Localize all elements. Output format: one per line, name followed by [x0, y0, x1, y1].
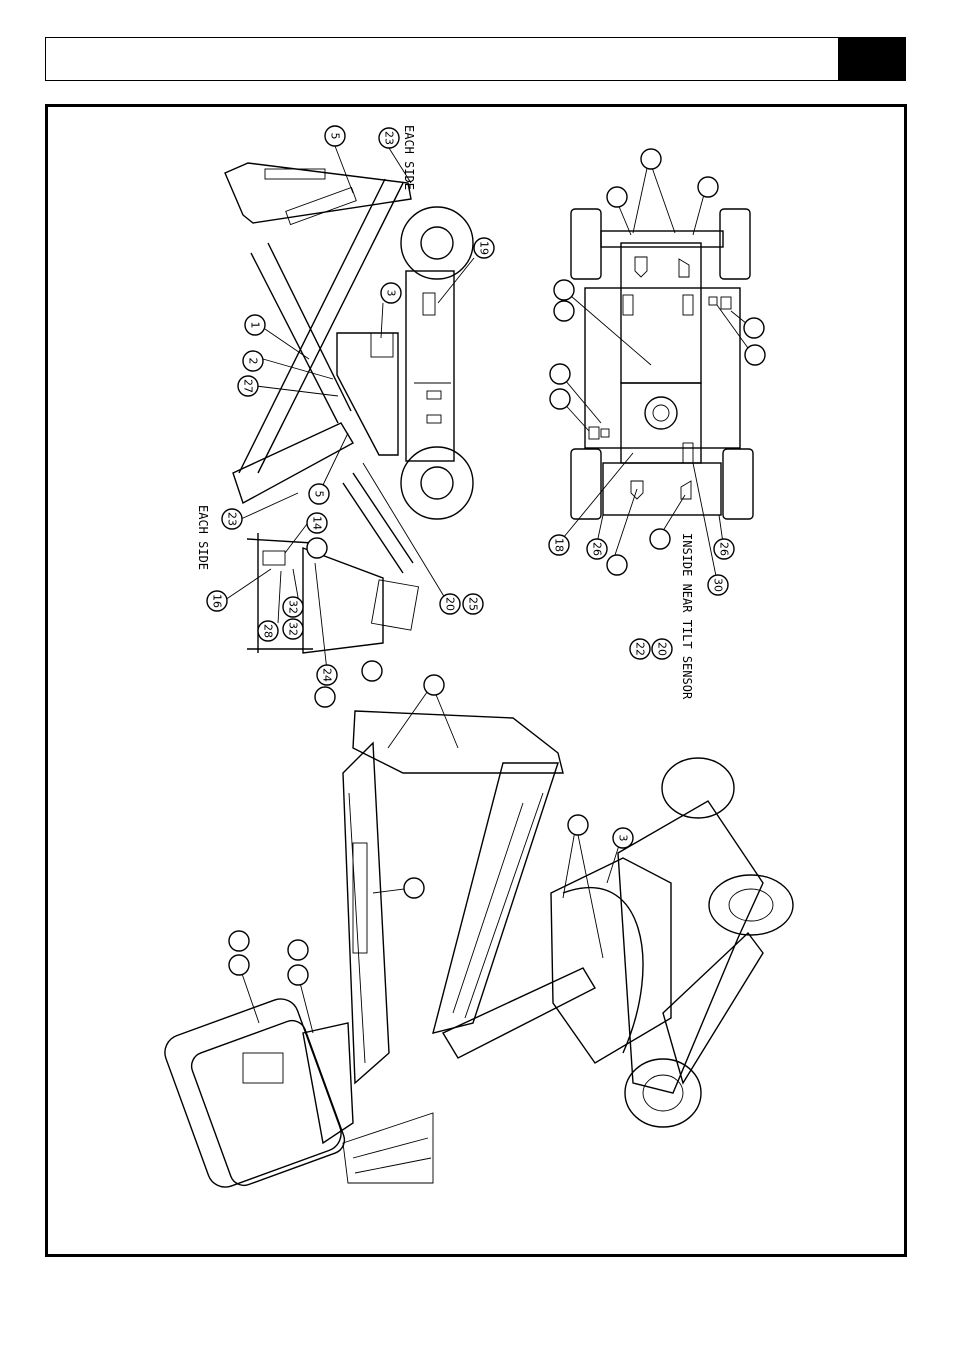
note-each-side-bottom: EACH SIDE	[196, 505, 210, 570]
svg-text:30: 30	[712, 578, 725, 592]
callout-3-side: 3	[381, 283, 401, 303]
svg-text:19: 19	[478, 241, 491, 255]
svg-text:16: 16	[211, 594, 224, 608]
callout-32b: 32	[283, 619, 303, 639]
svg-text:5: 5	[313, 491, 326, 498]
callout-1: 1	[245, 315, 265, 335]
svg-text:3: 3	[385, 290, 398, 297]
header-black-box	[838, 37, 906, 81]
svg-text:28: 28	[262, 624, 275, 638]
note-each-side-top: EACH SIDE	[402, 125, 416, 190]
callout-22: 22	[630, 639, 650, 659]
svg-text:23: 23	[383, 131, 396, 145]
callout-18: 18	[549, 535, 569, 555]
callout-20-top: 20	[652, 639, 672, 659]
callout-25: 25	[463, 594, 483, 614]
callout-24: 24	[317, 665, 337, 685]
callout-30: 30	[708, 575, 728, 595]
callout-5-mid: 5	[309, 484, 329, 504]
svg-text:18: 18	[553, 538, 566, 552]
svg-text:26: 26	[718, 542, 731, 556]
header-bar	[45, 37, 906, 81]
svg-text:22: 22	[634, 642, 647, 656]
svg-text:14: 14	[311, 516, 324, 530]
isometric-view-machine	[160, 711, 793, 1192]
callout-32a: 32	[283, 597, 303, 617]
svg-text:1: 1	[249, 322, 262, 329]
leader-lines	[225, 146, 753, 1033]
callout-16: 16	[207, 591, 227, 611]
callout-20-side: 20	[440, 594, 460, 614]
callout-19: 19	[474, 238, 494, 258]
svg-text:27: 27	[242, 379, 255, 393]
note-inside-near-tilt-sensor: INSIDE NEAR TILT SENSOR	[680, 533, 694, 700]
callout-23-top: 23	[379, 128, 399, 148]
callout-28: 28	[258, 621, 278, 641]
svg-text:3: 3	[617, 835, 630, 842]
svg-text:23: 23	[226, 512, 239, 526]
callout-2: 2	[243, 351, 263, 371]
callout-5-top: 5	[325, 126, 345, 146]
svg-text:24: 24	[321, 668, 334, 682]
callout-3-iso: 3	[613, 828, 633, 848]
decal-location-diagram: 5 23 19 3 1 2 27 5 23 14 16 28	[48, 107, 904, 1254]
svg-text:2: 2	[247, 358, 260, 365]
svg-text:32: 32	[287, 600, 300, 614]
illustration-frame: 5 23 19 3 1 2 27 5 23 14 16 28	[45, 104, 907, 1257]
callout-26-right: 26	[714, 539, 734, 559]
callout-27: 27	[238, 376, 258, 396]
svg-text:20: 20	[444, 597, 457, 611]
callout-26-left: 26	[587, 539, 607, 559]
callout-23-bottom: 23	[222, 509, 242, 529]
svg-text:20: 20	[656, 642, 669, 656]
svg-text:32: 32	[287, 622, 300, 636]
svg-text:25: 25	[467, 597, 480, 611]
top-view-machine	[571, 209, 753, 519]
svg-text:26: 26	[591, 542, 604, 556]
svg-text:5: 5	[329, 133, 342, 140]
side-view-machine	[225, 163, 473, 653]
callout-14: 14	[307, 513, 327, 533]
